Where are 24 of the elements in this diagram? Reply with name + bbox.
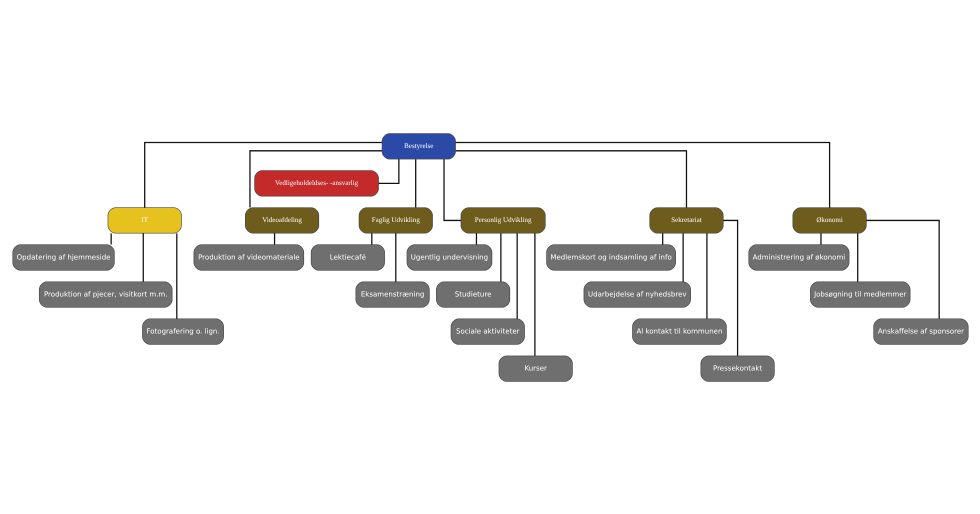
connector [442,158,460,221]
connector [142,232,144,282]
connector [820,232,822,244]
connector [722,219,738,356]
connector [176,232,177,318]
connector [706,232,708,318]
connector [455,141,830,208]
connector [414,158,416,207]
connector [682,232,684,282]
connector [394,232,396,282]
connector [378,158,399,184]
connector [248,150,382,207]
connector [370,232,372,244]
connector [534,232,536,356]
connector [866,219,940,318]
connector [475,232,477,244]
connector [144,141,382,208]
connector [273,232,275,244]
connector [455,150,687,207]
connector [856,232,858,282]
connector [662,232,663,244]
connector [110,232,112,244]
connector [516,232,518,318]
connector [500,232,502,282]
